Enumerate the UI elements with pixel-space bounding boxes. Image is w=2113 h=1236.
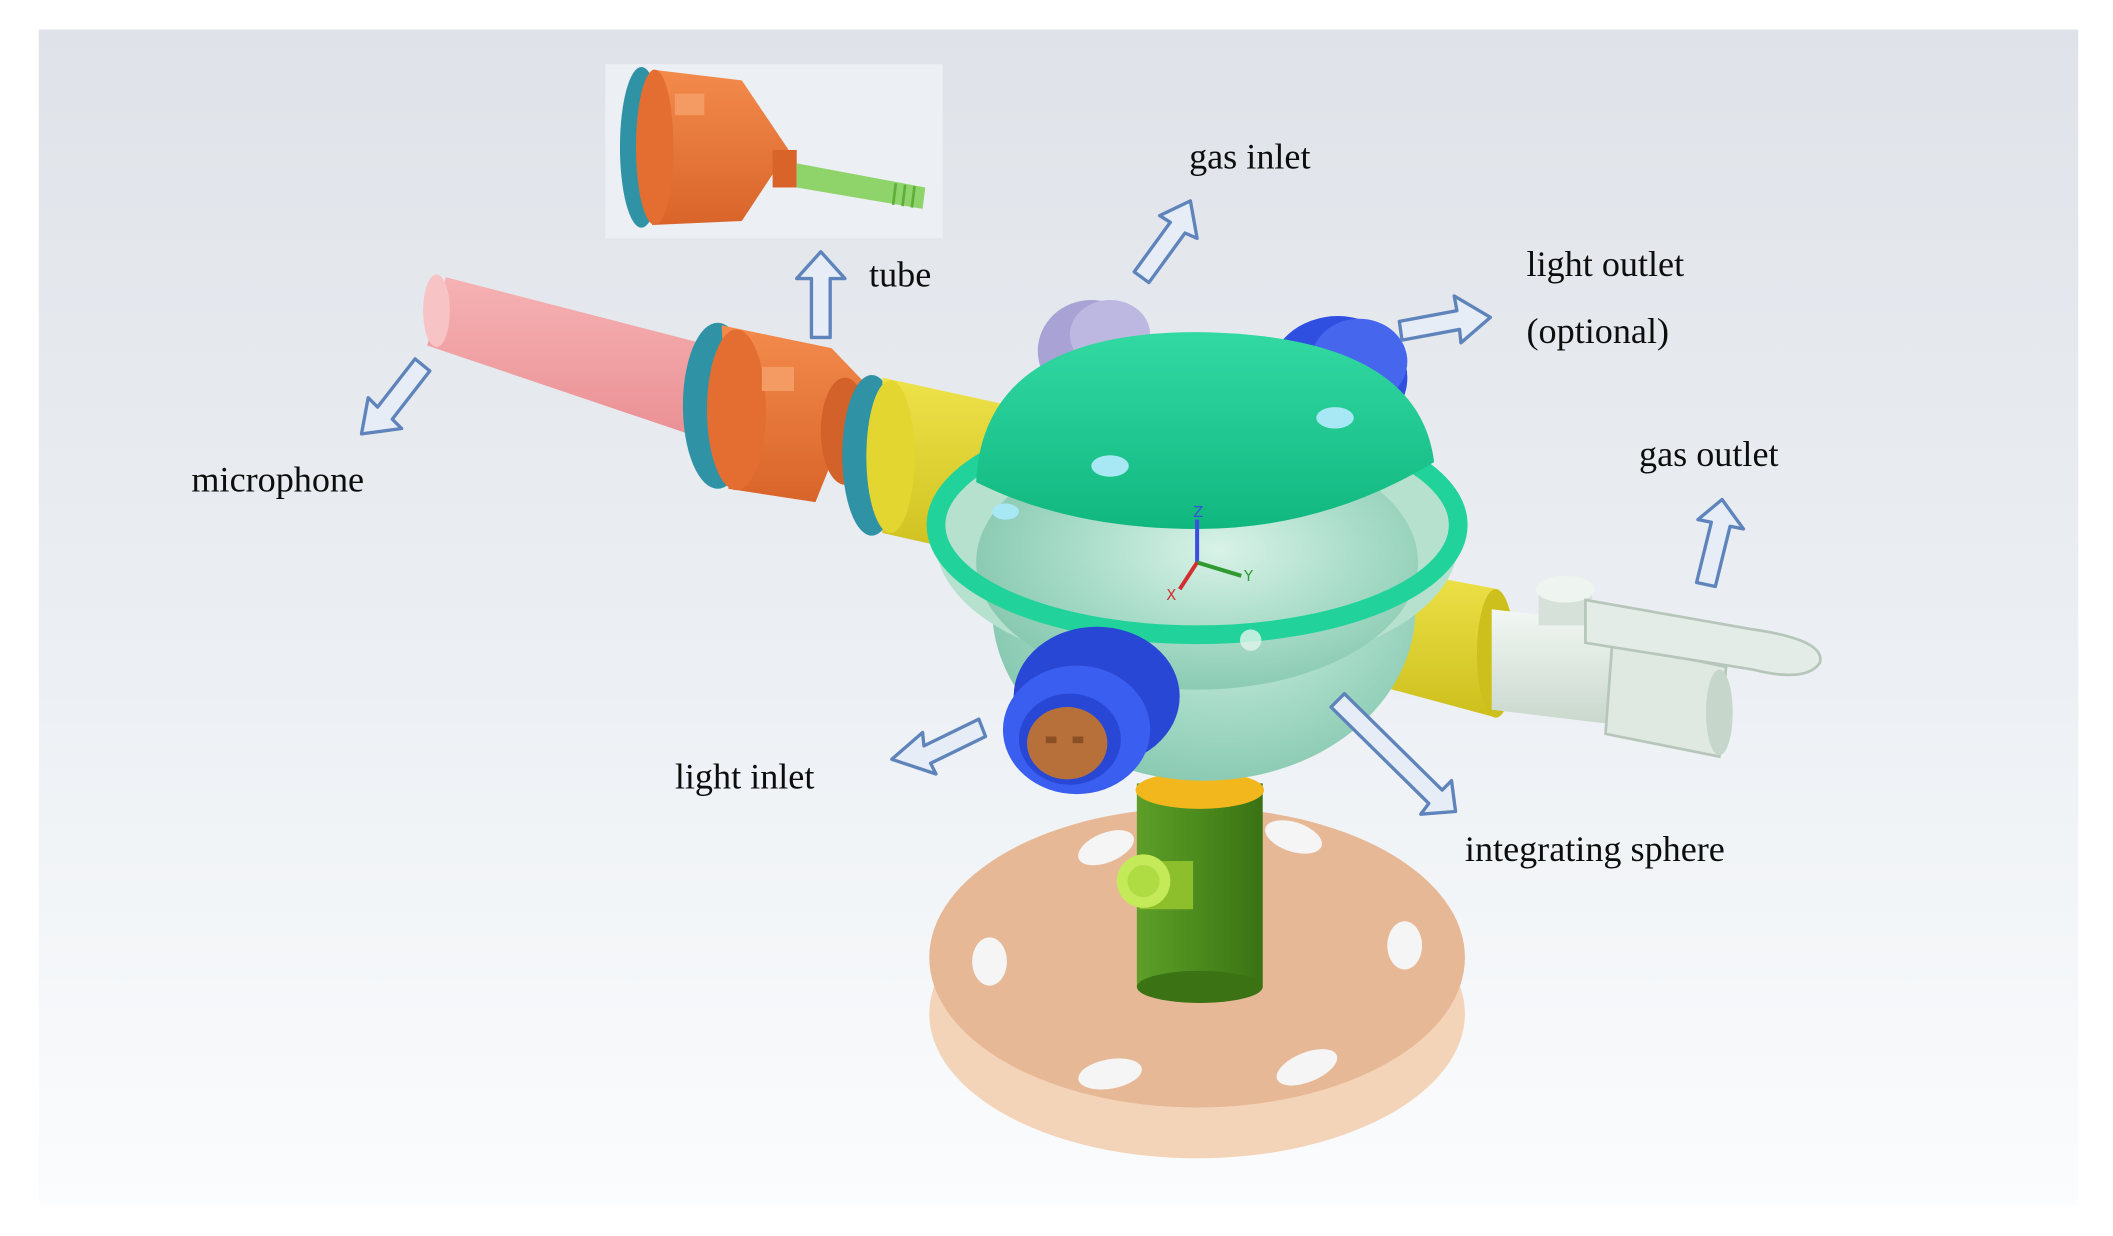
label-arrows [359, 199, 1746, 816]
label-gas-outlet: gas outlet [1639, 434, 1779, 474]
label-gas-inlet: gas inlet [1189, 137, 1310, 177]
axis-label-x: X [1166, 587, 1176, 604]
locking-screw [1116, 854, 1194, 910]
arrow-gas-inlet [1132, 199, 1199, 285]
tube-detail-inset [605, 64, 943, 239]
support-post [1116, 771, 1265, 1003]
axis-label-z: Z [1193, 504, 1203, 521]
label-tube: tube [869, 255, 931, 295]
microphone-rod [423, 274, 732, 442]
arrow-tube [795, 250, 847, 340]
label-light-inlet: light inlet [675, 757, 815, 797]
light-inlet-port [1002, 626, 1180, 795]
arrow-gas-outlet [1694, 497, 1746, 589]
arrow-integrating-sphere [1329, 691, 1458, 816]
label-integrating-sphere: integrating sphere [1465, 829, 1725, 869]
arrow-light-outlet [1397, 294, 1493, 345]
arrow-microphone [359, 357, 432, 436]
label-light-outlet-optional: (optional) [1527, 311, 1670, 351]
label-microphone: microphone [191, 459, 364, 499]
arrow-light-inlet [890, 717, 988, 776]
axis-label-y: Y [1243, 568, 1254, 585]
label-light-outlet: light outlet [1527, 244, 1685, 284]
coordinate-triad: Z Y X [1166, 504, 1254, 604]
base-plate [929, 807, 1465, 1159]
